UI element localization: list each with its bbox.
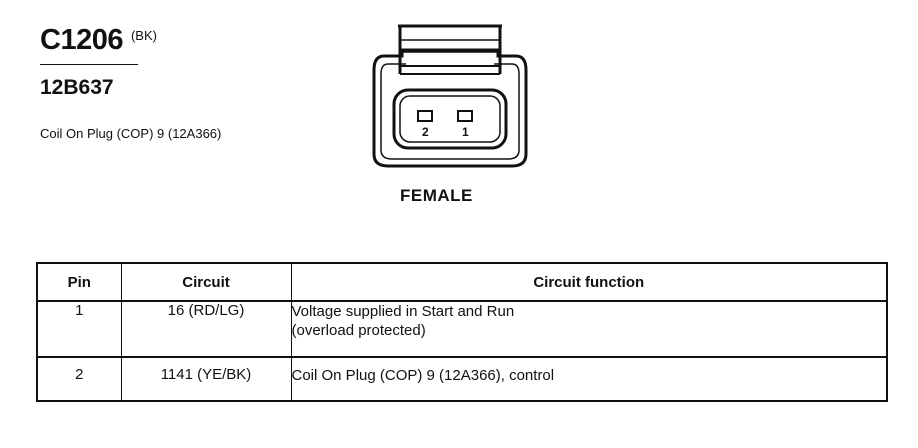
connector-housing-inner [380, 63, 520, 160]
circuit-function-line: Coil On Plug (COP) 9 (12A366), control [291, 367, 555, 384]
pin-label-2: 2 [422, 125, 429, 139]
circuit-function-line: (overload protected) [291, 322, 426, 339]
header-circuit: Circuit [120, 262, 292, 302]
pin-table: Pin Circuit Circuit function 1 16 (RD/LG… [36, 262, 888, 402]
circuit-function-cell: Voltage supplied in Start and Run (overl… [290, 300, 888, 358]
header-circuit-function: Circuit function [290, 262, 888, 302]
circuit-function-line: Voltage supplied in Start and Run [291, 303, 515, 320]
connector-view-label: FEMALE [400, 186, 473, 205]
title-underline [40, 64, 138, 65]
circuit-function-cell: Coil On Plug (COP) 9 (12A366), control [290, 356, 888, 402]
table-header-row: Pin Circuit Circuit function [36, 262, 888, 302]
pin-cavity [392, 88, 508, 150]
pin-cell: 1 [36, 300, 122, 358]
circuit-cell: 16 (RD/LG) [120, 300, 292, 358]
terminal-2 [417, 110, 433, 122]
connector-description: Coil On Plug (COP) 9 (12A366) [40, 126, 222, 141]
connector-color: (BK) [130, 28, 157, 43]
connector-header: C1206 (BK) 12B637 Coil On Plug (COP) 9 (1… [40, 22, 300, 141]
pin-label-1: 1 [462, 125, 469, 139]
header-pin: Pin [36, 262, 122, 302]
table-row: 1 16 (RD/LG) Voltage supplied in Start a… [36, 300, 888, 358]
connector-housing [372, 48, 528, 168]
connector-id: C1206 [40, 24, 123, 56]
part-number: 12B637 [40, 76, 114, 99]
table-row: 2 1141 (YE/BK) Coil On Plug (COP) 9 (12A… [36, 356, 888, 402]
locking-latch [398, 24, 502, 75]
terminal-1 [457, 110, 473, 122]
circuit-cell: 1141 (YE/BK) [120, 356, 292, 402]
connector-face-diagram: 2 1 [372, 24, 528, 168]
pin-cell: 2 [36, 356, 122, 402]
